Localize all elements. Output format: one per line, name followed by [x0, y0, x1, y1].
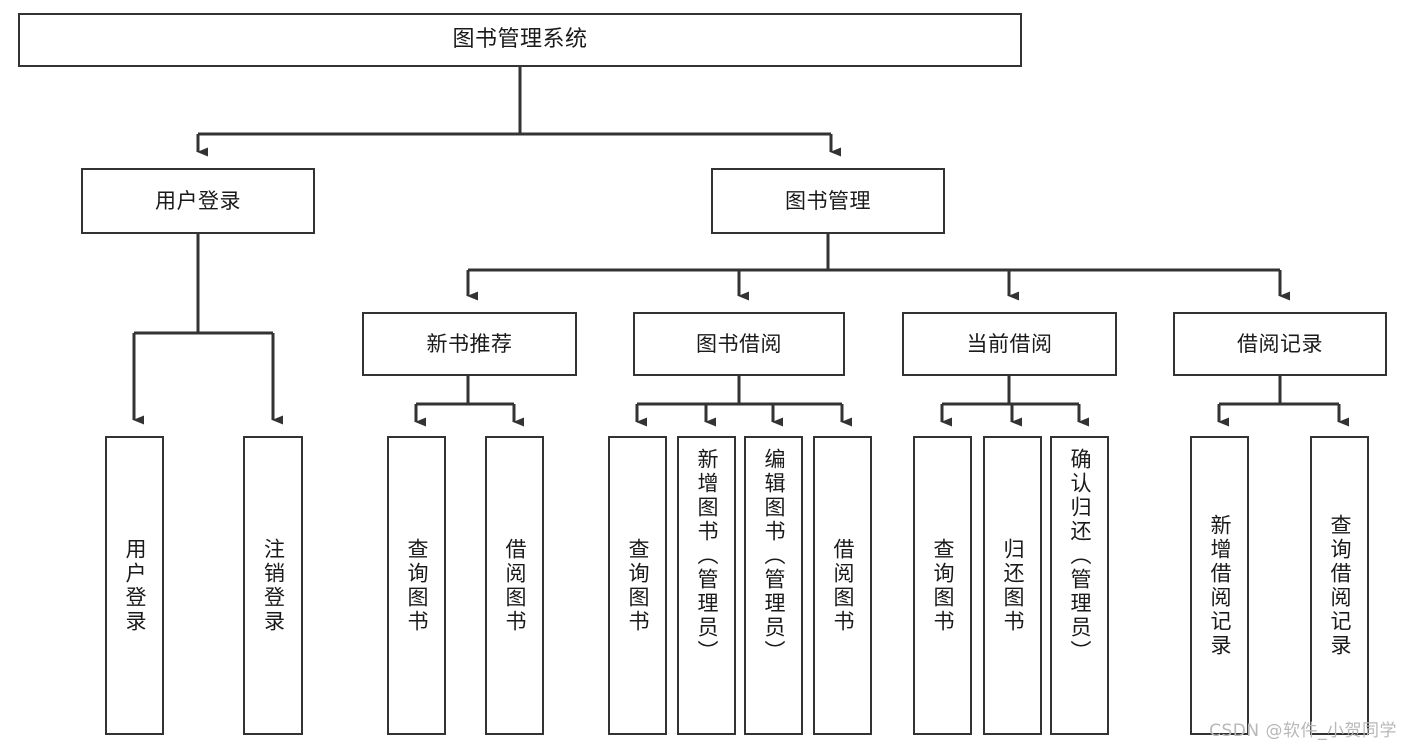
leaf-return-book-label: 归还图书 — [1001, 537, 1025, 634]
leaf-query-book-1[interactable]: 查询图书 — [387, 436, 446, 735]
leaf-query-book-1-label: 查询图书 — [405, 537, 429, 634]
leaf-add-book-label: 新增图书（管理员） — [695, 448, 719, 664]
leaf-add-borrow-record-label: 新增借阅记录 — [1208, 513, 1232, 658]
leaf-user-login[interactable]: 用户登录 — [105, 436, 164, 735]
node-new-book-recommend[interactable]: 新书推荐 — [362, 312, 577, 376]
leaf-borrow-book-1-label: 借阅图书 — [503, 537, 527, 634]
leaf-query-borrow-record-label: 查询借阅记录 — [1328, 513, 1352, 658]
leaf-query-book-3[interactable]: 查询图书 — [913, 436, 972, 735]
leaf-return-book[interactable]: 归还图书 — [983, 436, 1042, 735]
node-user-login[interactable]: 用户登录 — [81, 168, 315, 234]
leaf-logout-label: 注销登录 — [261, 537, 286, 634]
leaf-query-book-2[interactable]: 查询图书 — [608, 436, 667, 735]
leaf-edit-book-label: 编辑图书（管理员） — [762, 448, 786, 664]
node-book-management[interactable]: 图书管理 — [711, 168, 945, 234]
node-book-borrow[interactable]: 图书借阅 — [633, 312, 845, 376]
leaf-borrow-book-2[interactable]: 借阅图书 — [813, 436, 872, 735]
leaf-query-borrow-record[interactable]: 查询借阅记录 — [1310, 436, 1369, 735]
leaf-query-book-3-label: 查询图书 — [931, 537, 955, 634]
node-root-label: 图书管理系统 — [452, 27, 588, 53]
leaf-logout[interactable]: 注销登录 — [243, 436, 303, 735]
leaf-user-login-label: 用户登录 — [123, 537, 147, 634]
node-current-borrow-label: 当前借阅 — [966, 331, 1053, 356]
leaf-query-book-2-label: 查询图书 — [626, 537, 650, 634]
node-borrow-record-label: 借阅记录 — [1237, 331, 1323, 356]
leaf-confirm-return[interactable]: 确认归还（管理员） — [1050, 436, 1109, 735]
leaf-borrow-book-2-label: 借阅图书 — [831, 537, 855, 634]
leaf-borrow-book-1[interactable]: 借阅图书 — [485, 436, 544, 735]
node-borrow-record[interactable]: 借阅记录 — [1173, 312, 1387, 376]
node-user-login-label: 用户登录 — [155, 188, 241, 213]
node-book-borrow-label: 图书借阅 — [696, 331, 782, 356]
node-book-management-label: 图书管理 — [785, 188, 871, 213]
node-root[interactable]: 图书管理系统 — [18, 13, 1022, 67]
node-current-borrow[interactable]: 当前借阅 — [902, 312, 1117, 376]
leaf-confirm-return-label: 确认归还（管理员） — [1068, 448, 1092, 664]
csdn-watermark: CSDN @软件_小贺同学 — [1209, 721, 1397, 741]
leaf-add-borrow-record[interactable]: 新增借阅记录 — [1190, 436, 1249, 735]
leaf-add-book[interactable]: 新增图书（管理员） — [677, 436, 736, 735]
node-new-book-recommend-label: 新书推荐 — [426, 331, 513, 356]
leaf-edit-book[interactable]: 编辑图书（管理员） — [744, 436, 803, 735]
